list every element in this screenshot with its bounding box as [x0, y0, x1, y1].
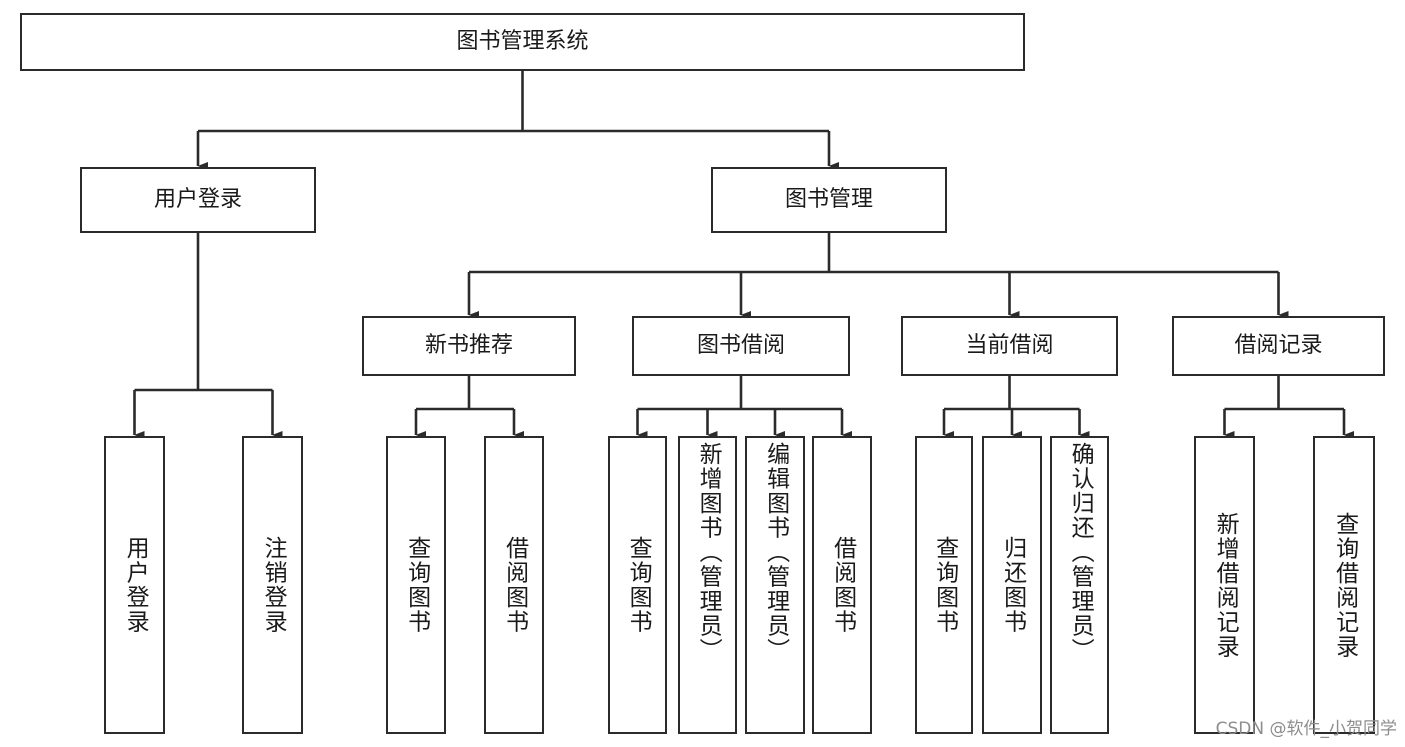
leaf-return-book-label: 归还图书	[999, 536, 1026, 634]
leaf-query-borrow-record[interactable]: 查询借阅记录	[1313, 436, 1375, 734]
leaf-query-book-recommendation[interactable]: 查询图书	[386, 436, 446, 734]
leaf-borrow-book-borrowing-label: 借阅图书	[829, 536, 856, 634]
node-user-login[interactable]: 用户登录	[80, 167, 316, 233]
leaf-add-book-admin-label: 新增图书（管理员）	[695, 442, 722, 663]
node-book-borrowing[interactable]: 图书借阅	[632, 316, 850, 376]
leaf-confirm-return-admin-label: 确认归还（管理员）	[1067, 442, 1094, 663]
node-borrowing-records[interactable]: 借阅记录	[1172, 316, 1385, 376]
leaf-user-login-label: 用户登录	[122, 536, 149, 634]
leaf-query-borrow-record-label: 查询借阅记录	[1331, 511, 1358, 659]
edge-paths	[133, 71, 1355, 440]
leaf-logout[interactable]: 注销登录	[242, 436, 303, 734]
leaf-query-book-recommendation-label: 查询图书	[403, 536, 430, 634]
leaf-borrow-book-recommendation-label: 借阅图书	[501, 536, 528, 634]
node-book-management[interactable]: 图书管理	[711, 167, 947, 233]
leaf-logout-label: 注销登录	[260, 536, 287, 634]
leaf-query-book-current[interactable]: 查询图书	[915, 436, 973, 734]
leaf-add-book-admin[interactable]: 新增图书（管理员）	[678, 436, 737, 734]
node-book-borrowing-label: 图书借阅	[696, 333, 785, 359]
leaf-borrow-book-borrowing[interactable]: 借阅图书	[812, 436, 872, 734]
node-current-borrowing[interactable]: 当前借阅	[901, 316, 1118, 376]
node-new-book-recommendation-label: 新书推荐	[424, 333, 513, 359]
leaf-query-book-borrowing[interactable]: 查询图书	[608, 436, 667, 734]
node-borrowing-records-label: 借阅记录	[1234, 333, 1323, 359]
node-book-management-label: 图书管理	[784, 187, 873, 213]
leaf-add-borrow-record[interactable]: 新增借阅记录	[1194, 436, 1255, 734]
node-new-book-recommendation[interactable]: 新书推荐	[362, 316, 576, 376]
node-current-borrowing-label: 当前借阅	[965, 333, 1054, 359]
leaf-edit-book-admin[interactable]: 编辑图书（管理员）	[745, 436, 805, 734]
leaf-user-login[interactable]: 用户登录	[104, 436, 165, 734]
leaf-query-book-current-label: 查询图书	[931, 536, 958, 634]
leaf-edit-book-admin-label: 编辑图书（管理员）	[762, 442, 789, 663]
leaf-query-book-borrowing-label: 查询图书	[625, 536, 652, 634]
leaf-add-borrow-record-label: 新增借阅记录	[1212, 511, 1239, 659]
leaf-confirm-return-admin[interactable]: 确认归还（管理员）	[1050, 436, 1109, 734]
node-user-login-label: 用户登录	[153, 187, 242, 213]
node-root-label: 图书管理系统	[456, 29, 589, 55]
watermark: CSDN @软件_小贺同学	[1215, 719, 1397, 739]
leaf-return-book[interactable]: 归还图书	[982, 436, 1042, 734]
node-root[interactable]: 图书管理系统	[20, 13, 1025, 71]
leaf-borrow-book-recommendation[interactable]: 借阅图书	[484, 436, 544, 734]
